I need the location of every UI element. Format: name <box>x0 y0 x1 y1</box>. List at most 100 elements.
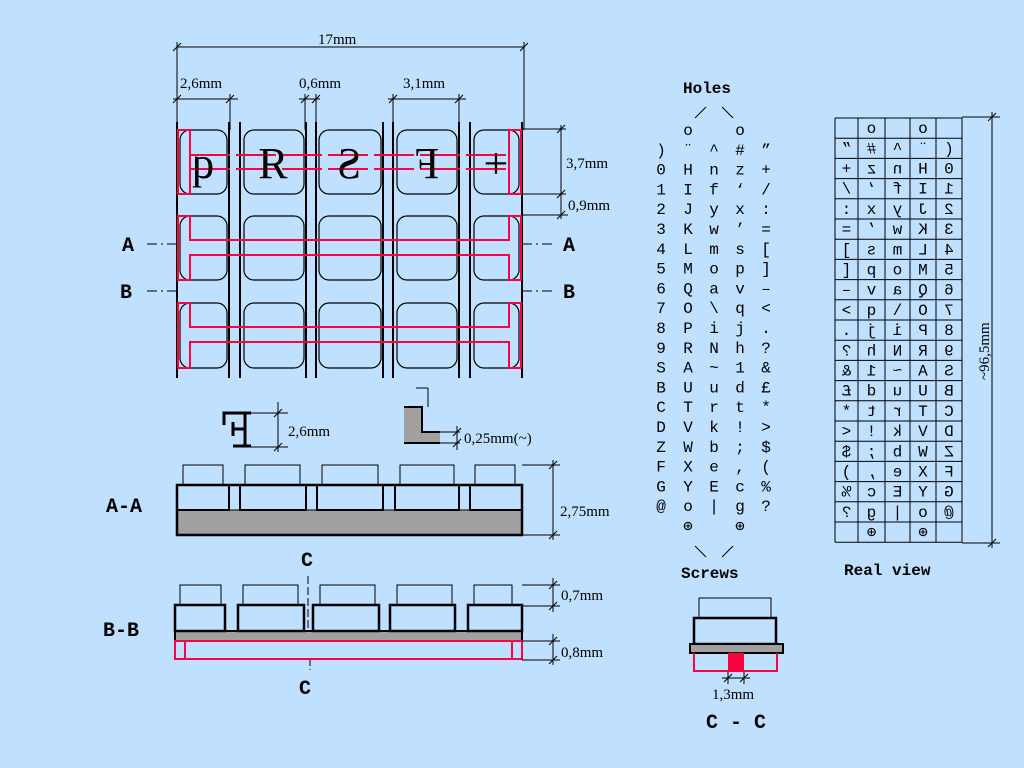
holes-cell: O <box>683 300 693 318</box>
real-view-cell: M <box>918 262 928 280</box>
real-view-cell: Z <box>944 443 954 461</box>
holes-cell: u <box>709 379 719 397</box>
real-view-cell: ‘ <box>867 181 877 199</box>
real-view-cell: ! <box>867 423 877 441</box>
key-cap <box>399 464 455 486</box>
holes-cell: ¨ <box>683 142 693 160</box>
key-cell <box>179 129 228 195</box>
holes-cell: : <box>761 201 771 219</box>
holes-cell: Y <box>683 478 693 496</box>
key-cell <box>243 302 305 369</box>
section-a-a <box>175 460 560 540</box>
real-view-cell: [ <box>842 262 852 280</box>
key-glyph: F <box>415 139 439 188</box>
holes-cell: o <box>735 122 745 140</box>
key-glyph: q <box>192 139 214 188</box>
holes-cell: [ <box>761 241 771 259</box>
real-view-cell: / <box>842 181 852 199</box>
holes-cell: / <box>761 181 771 199</box>
key-cap <box>473 584 513 606</box>
holes-cell: D <box>656 419 666 437</box>
holes-cell: o <box>709 261 719 279</box>
real-view-cell: u <box>893 383 903 401</box>
holes-cell: @ <box>656 498 666 516</box>
real-view-cell: t <box>867 403 877 421</box>
real-view-cell: E <box>893 484 903 502</box>
key-cap <box>321 464 379 486</box>
dim-gap-label: 0,6mm <box>299 76 341 92</box>
key-body <box>311 603 381 633</box>
real-view-title: Real view <box>844 562 931 580</box>
dim-key-pitch <box>388 94 466 130</box>
key-cap <box>474 464 516 486</box>
holes-cell: < <box>761 300 771 318</box>
holes-cell: c <box>735 478 745 496</box>
real-view-cell: x <box>867 201 877 219</box>
real-view-cell: ^ <box>893 140 903 158</box>
holes-cell: p <box>735 261 745 279</box>
dim-row-gap-label: 0,9mm <box>568 198 610 214</box>
real-view-cell: p <box>867 262 877 280</box>
real-view-cell: 8 <box>944 322 954 340</box>
holes-cell: j <box>735 320 745 338</box>
holes-cell: b <box>709 439 719 457</box>
real-view-cell: & <box>841 363 851 381</box>
real-view-cell: ¨ <box>918 140 928 158</box>
real-view-cell: 1 <box>944 181 954 199</box>
real-view-cell: F <box>944 464 954 482</box>
section-c-c <box>689 597 784 684</box>
real-view-cell: n <box>893 161 903 179</box>
holes-cell: ) <box>656 142 666 160</box>
real-view-cell: ( <box>944 140 954 158</box>
real-view-cell: 4 <box>944 241 954 259</box>
holes-cell: $ <box>761 439 771 457</box>
key-body <box>236 603 306 633</box>
holes-cell: x <box>735 201 745 219</box>
holes-cell: | <box>709 498 719 516</box>
key-glyph: Я <box>258 139 287 188</box>
holes-cell: T <box>683 399 693 417</box>
key-cell <box>396 129 458 195</box>
real-view-cell: ] <box>842 241 852 259</box>
holes-cell: # <box>735 142 745 160</box>
holes-cell: n <box>709 162 719 180</box>
real-view-cell: P <box>918 322 928 340</box>
real-view-cell: s <box>867 241 877 259</box>
holes-cell: a <box>709 280 719 298</box>
key-cap <box>182 464 224 486</box>
holes-cell: . <box>761 320 771 338</box>
holes-cell: m <box>709 241 719 259</box>
holes-cell: V <box>683 419 693 437</box>
key-body <box>173 603 227 633</box>
dim-char-height-label: 2,6mm <box>288 424 330 440</box>
holes-cell: F <box>656 459 666 477</box>
holes-cell: 2 <box>656 201 666 219</box>
section-lines <box>147 243 552 292</box>
holes-cell: H <box>683 162 693 180</box>
holes-cell: E <box>709 478 719 496</box>
detail-char-height: 2,6mm <box>222 402 330 452</box>
key-cell <box>179 215 228 281</box>
holes-title: Holes <box>683 80 731 98</box>
real-view-cell: . <box>842 322 852 340</box>
holes-cell: Z <box>656 439 666 457</box>
real-view-cell: * <box>842 403 852 421</box>
holes-cell: 6 <box>656 280 666 298</box>
real-view-cell: % <box>841 484 851 502</box>
holes-cell: q <box>735 300 745 318</box>
holes-cell: £ <box>761 379 771 397</box>
real-view-cell: H <box>918 161 928 179</box>
key-cell <box>179 302 228 369</box>
holes-cell: K <box>683 221 693 239</box>
holes-cell: W <box>683 439 693 457</box>
real-view-cell: g <box>867 504 877 522</box>
holes-cell: h <box>735 340 745 358</box>
key-cell <box>473 129 520 195</box>
dim-total-length-label: ~96,5mm <box>977 322 993 380</box>
holes-cell: + <box>761 162 771 180</box>
holes-cell: J <box>683 201 693 219</box>
holes-cell: > <box>761 419 771 437</box>
